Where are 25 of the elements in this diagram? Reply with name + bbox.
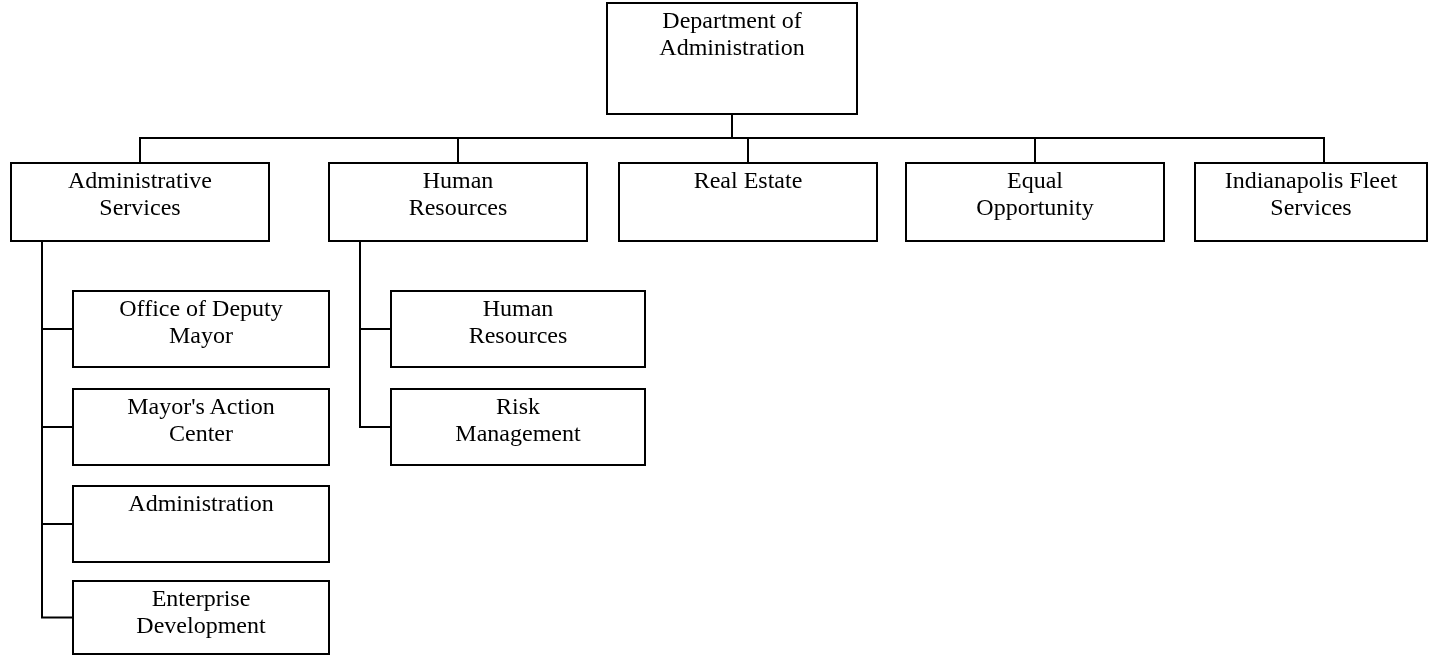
org-box (905, 162, 1165, 242)
box-label: Human Resources (467, 295, 569, 349)
box-label: Equal Opportunity (975, 167, 1095, 221)
org-box (606, 2, 858, 115)
box-label: Enterprise Development (135, 585, 267, 639)
box-label: Administrative Services (67, 167, 213, 221)
box-label: Mayor's Action Center (126, 393, 276, 447)
org-box (72, 485, 330, 563)
box-label: Office of Deputy Mayor (118, 295, 284, 349)
org-box (390, 290, 646, 368)
connector-line (359, 241, 391, 428)
org-box (390, 388, 646, 466)
box-label: Human Resources (407, 167, 509, 221)
box-label: Risk Management (454, 393, 582, 447)
org-box (10, 162, 270, 242)
org-box (618, 162, 878, 242)
box-label: Real Estate (693, 167, 803, 194)
box-label: Department of Administration (658, 7, 806, 61)
org-box (1194, 162, 1428, 242)
org-box (72, 290, 330, 368)
box-label: Administration (128, 490, 274, 517)
box-label: Indianapolis Fleet Services (1223, 167, 1399, 221)
org-box (72, 580, 330, 655)
org-box (328, 162, 588, 242)
org-box (72, 388, 330, 466)
